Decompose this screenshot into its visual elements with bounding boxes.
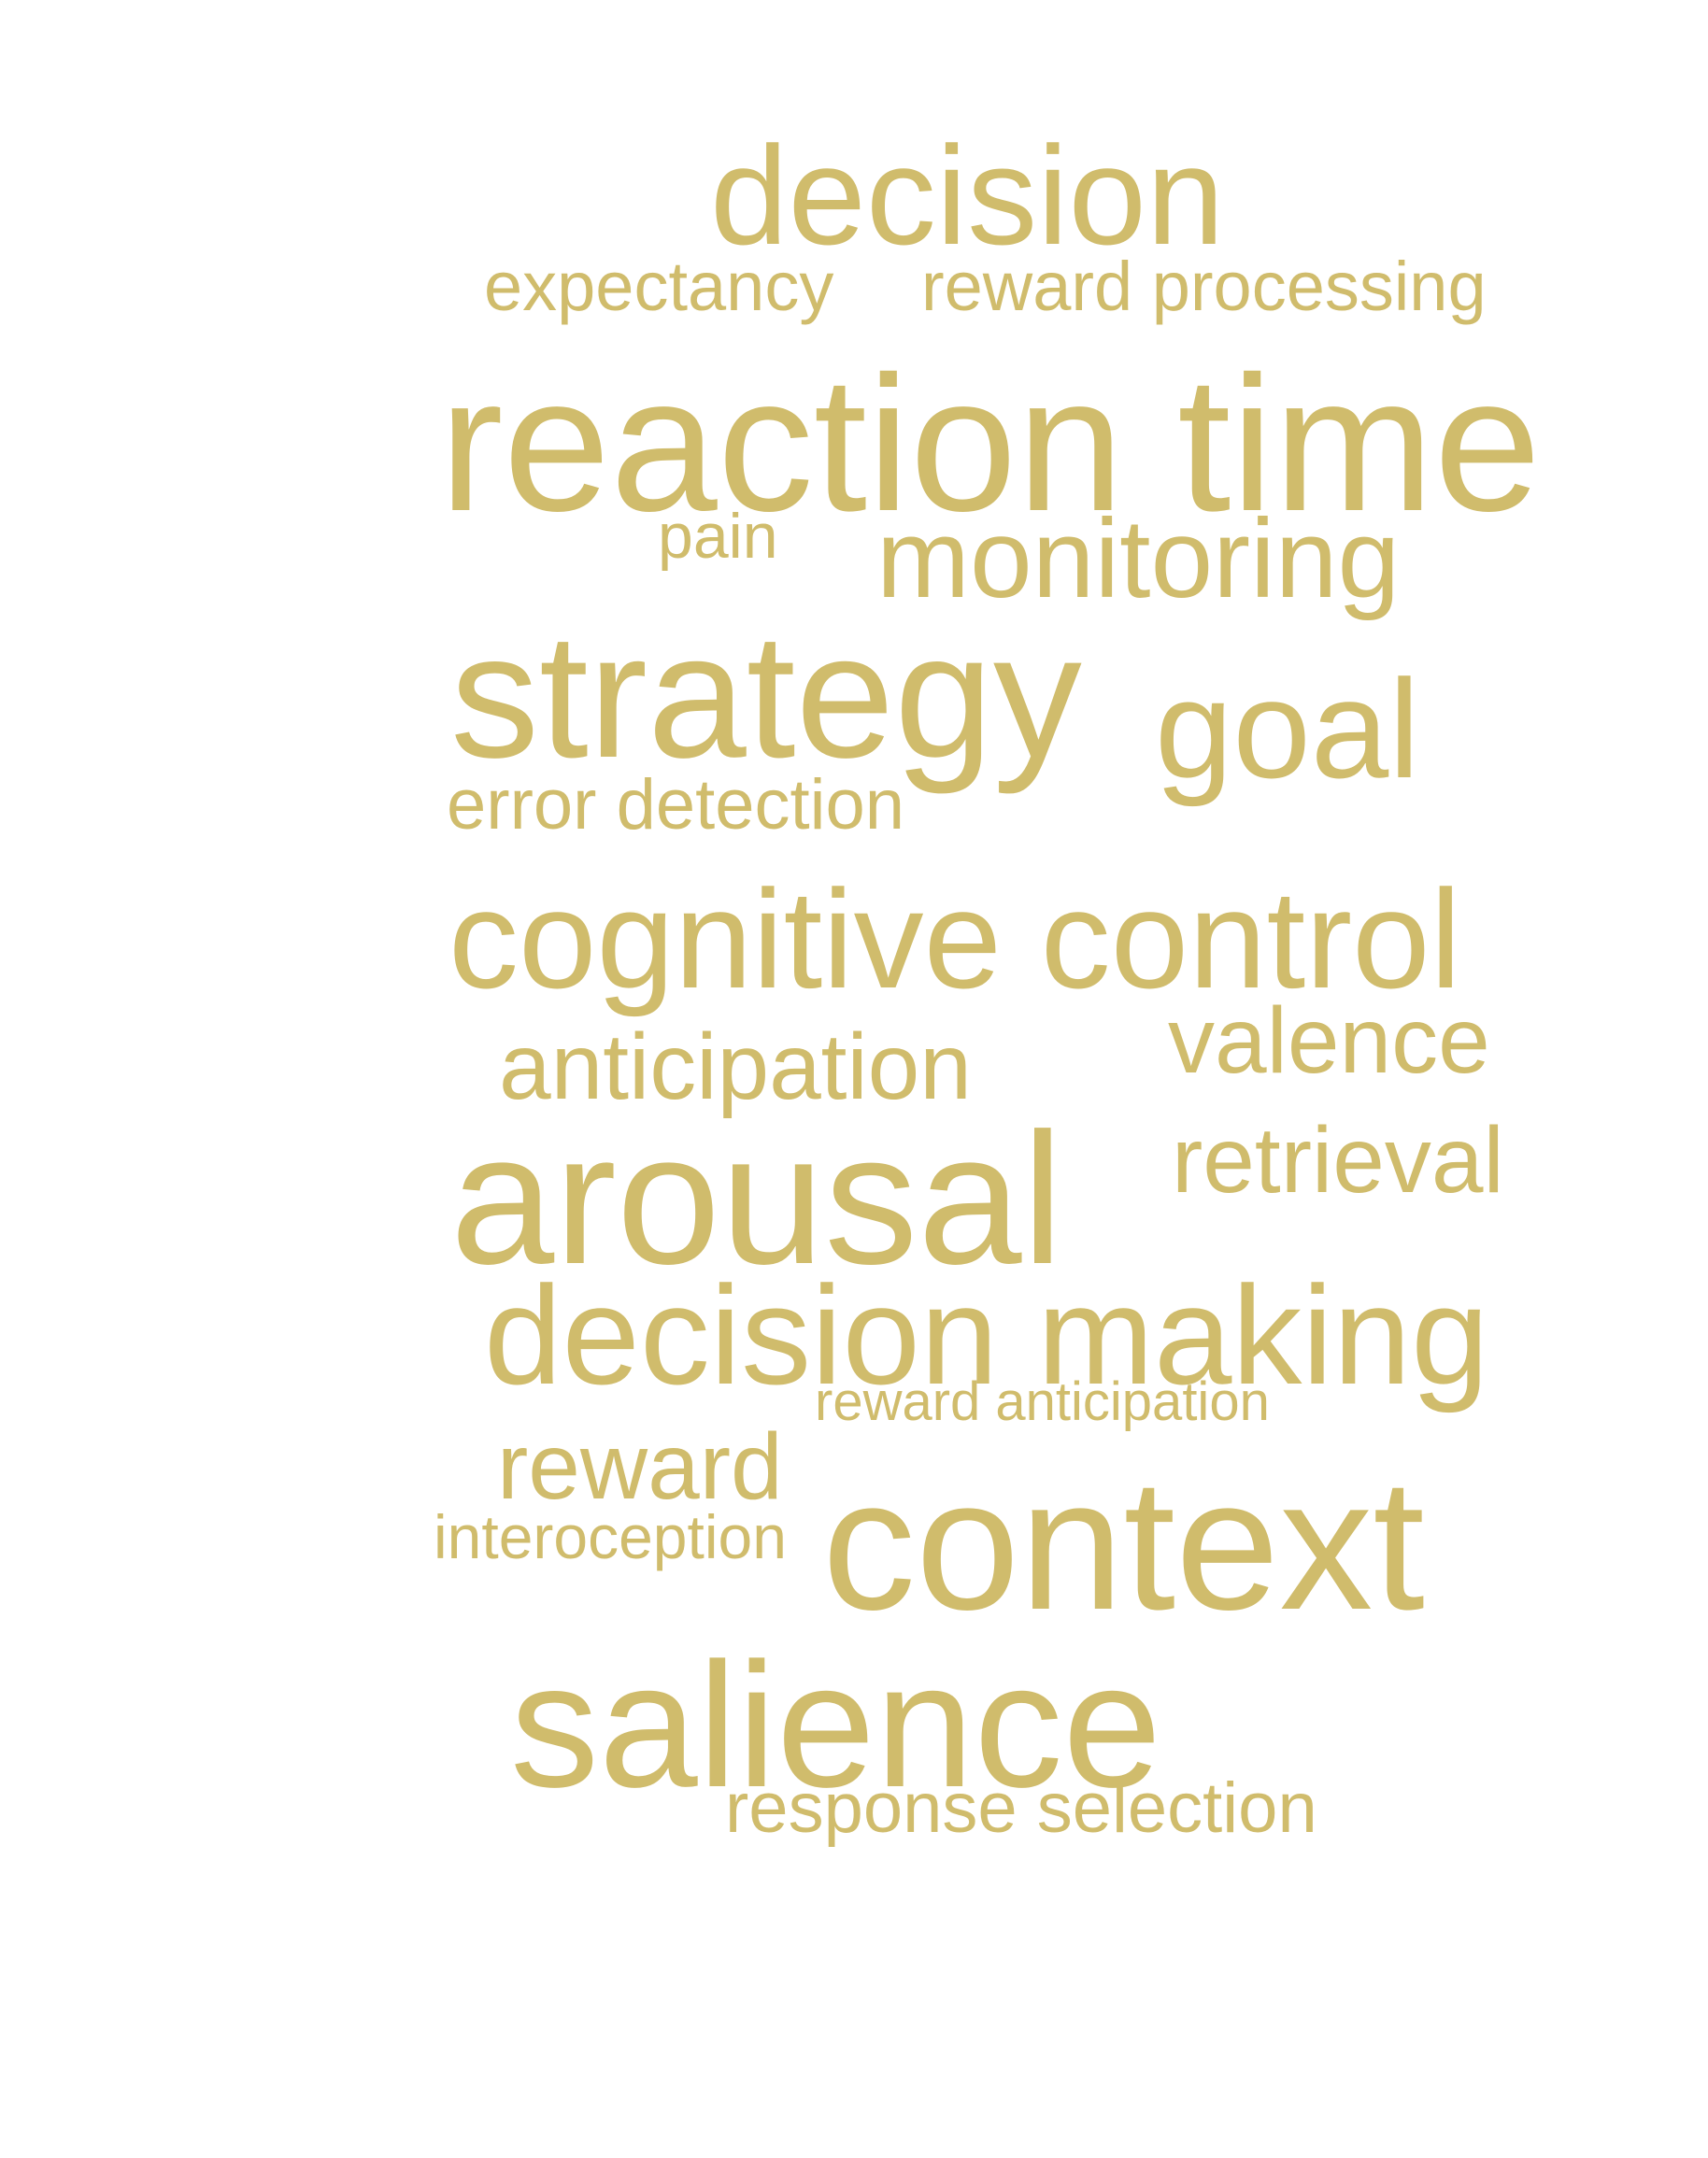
word-context: context xyxy=(822,1441,1425,1649)
word-response-selection: response selection xyxy=(725,1768,1317,1848)
word-reward-anticipation: reward anticipation xyxy=(815,1371,1270,1432)
word-error-detection: error detection xyxy=(447,765,905,845)
word-salience: salience xyxy=(510,1626,1162,1824)
word-arousal: arousal xyxy=(450,1095,1063,1303)
word-valence: valence xyxy=(1168,988,1490,1093)
word-reward-processing: reward processing xyxy=(921,248,1487,325)
word-reaction-time: reaction time xyxy=(439,336,1542,551)
word-decision: decision xyxy=(710,117,1225,274)
word-retrieval: retrieval xyxy=(1172,1108,1504,1213)
word-anticipation: anticipation xyxy=(499,1015,972,1119)
word-cognitive-control: cognitive control xyxy=(448,860,1461,1017)
word-pain: pain xyxy=(658,501,778,572)
word-decision-making: decision making xyxy=(484,1256,1489,1413)
word-monitoring: monitoring xyxy=(876,496,1401,621)
word-goal: goal xyxy=(1155,650,1420,807)
word-reward: reward xyxy=(497,1414,783,1519)
word-expectancy: expectancy xyxy=(484,248,834,325)
word-interoception: interoception xyxy=(434,1502,787,1571)
word-strategy: strategy xyxy=(450,597,1082,795)
